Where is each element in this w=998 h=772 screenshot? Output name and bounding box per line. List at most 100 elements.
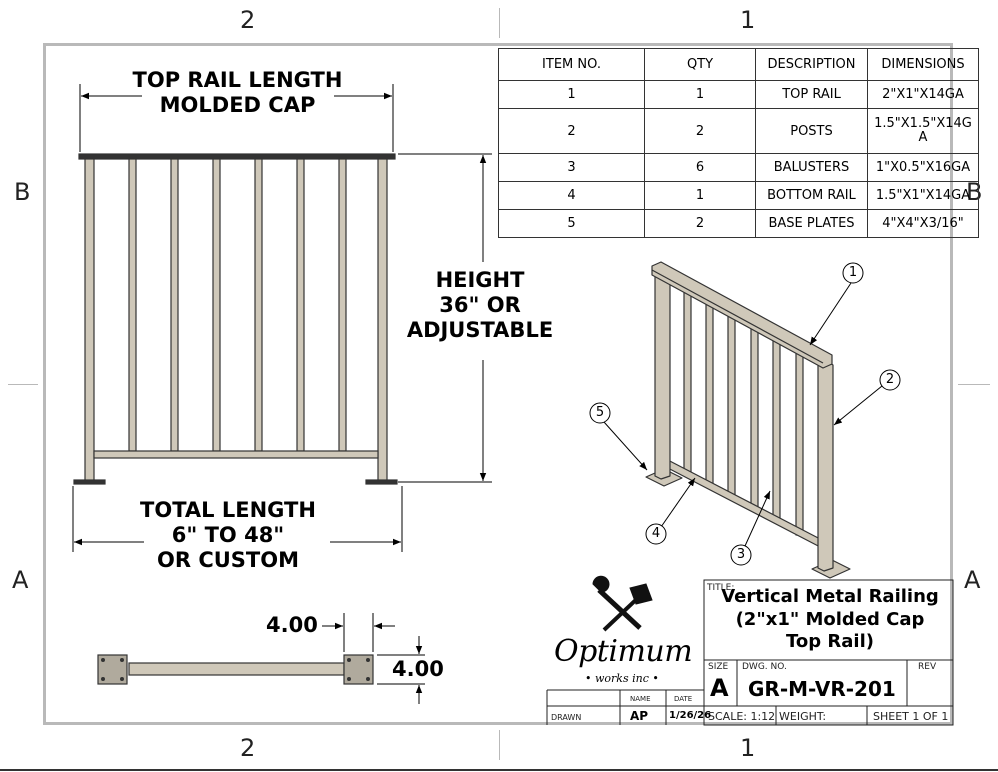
iso-baluster xyxy=(683,288,692,474)
iso-baluster xyxy=(750,325,759,511)
drawing-title: Vertical Metal Railing (2"x1" Molded Cap… xyxy=(708,586,952,654)
total-length-dimension xyxy=(72,486,403,552)
bom-cell: 2 xyxy=(644,108,756,154)
iso-baluster xyxy=(705,300,714,486)
bom-cell: 2 xyxy=(644,209,756,238)
balloon-4-label: 4 xyxy=(651,526,661,541)
bom-cell: BALUSTERS xyxy=(755,153,868,182)
iso-top-rail xyxy=(651,261,833,369)
title-block-lines xyxy=(546,579,954,726)
balloon-3-label: 3 xyxy=(736,547,746,562)
zone-label-left-b: B xyxy=(14,178,31,206)
bom-row: 3 6 BALUSTERS 1"X0.5"X16GA xyxy=(498,153,979,182)
drawing-title-line1: Vertical Metal Railing xyxy=(721,586,939,607)
top-rail xyxy=(78,153,396,160)
bottom-rail xyxy=(93,450,379,459)
zone-label-right-a: A xyxy=(964,566,981,594)
item-balloons xyxy=(589,262,901,566)
bom-cell: 2"X1"X14GA xyxy=(867,80,979,109)
bottom-edge-line xyxy=(0,769,998,771)
bom-cell: 6 xyxy=(644,153,756,182)
iso-baluster xyxy=(795,350,804,536)
baluster xyxy=(338,158,347,452)
sheet-text: SHEET 1 OF 1 xyxy=(873,710,949,723)
balloon-5-label: 5 xyxy=(595,405,605,420)
iso-post-right xyxy=(817,360,834,572)
total-length-label-line1: TOTAL LENGTH xyxy=(140,498,316,522)
total-length-label: TOTAL LENGTH 6" TO 48" OR CUSTOM xyxy=(128,498,328,574)
title-label: TITLE: xyxy=(707,583,735,593)
bom-cell: 1 xyxy=(644,181,756,210)
bom-row: 4 1 BOTTOM RAIL 1.5"X1"X14GA xyxy=(498,181,979,210)
plan-dimensions xyxy=(322,613,425,704)
drawn-date: 1/26/26 xyxy=(669,710,712,721)
size-label: SIZE xyxy=(708,662,729,672)
bom-cell: 1.5"X1.5"X14GA xyxy=(867,108,979,154)
bom-cell: 1"X0.5"X16GA xyxy=(867,153,979,182)
baluster xyxy=(128,158,137,452)
balloon-2-label: 2 xyxy=(885,372,895,387)
baluster xyxy=(254,158,263,452)
top-rail-dimension xyxy=(79,84,394,152)
bom-cell: 1 xyxy=(644,80,756,109)
plan-rail xyxy=(128,662,345,676)
bom-cell: 2 xyxy=(498,108,645,154)
bom-row: 1 1 TOP RAIL 2"X1"X14GA xyxy=(498,80,979,109)
height-label: HEIGHT 36" OR ADJUSTABLE xyxy=(400,268,560,344)
bom-cell: POSTS xyxy=(755,108,868,154)
bom-row: 2 2 POSTS 1.5"X1.5"X14GA xyxy=(498,108,979,154)
height-label-line3: ADJUSTABLE xyxy=(406,318,554,343)
baluster xyxy=(212,158,221,452)
zone-label-bottom-1: 1 xyxy=(740,734,756,762)
top-rail-length-label: TOP RAIL LENGTH MOLDED CAP xyxy=(130,68,345,118)
left-base-plate xyxy=(73,479,106,485)
drawn-name: AP xyxy=(630,709,649,723)
right-post xyxy=(377,158,388,482)
date-column-label: DATE xyxy=(674,695,693,703)
balloon-3 xyxy=(730,544,752,566)
scale-text: SCALE: 1:12 xyxy=(708,710,776,723)
bom-cell: TOP RAIL xyxy=(755,80,868,109)
bom-header-item: ITEM NO. xyxy=(498,48,645,81)
drawing-title-line3: Top Rail) xyxy=(786,631,874,652)
zone-divider-top xyxy=(499,8,500,38)
bom-cell: 4 xyxy=(498,181,645,210)
bom-cell: BOTTOM RAIL xyxy=(755,181,868,210)
drawing-sheet-border xyxy=(43,43,953,725)
top-rail-label-line1: TOP RAIL LENGTH xyxy=(132,68,343,92)
bom-cell: 1 xyxy=(498,80,645,109)
height-label-line2: 36" OR xyxy=(439,293,521,318)
logo-tools-icon xyxy=(592,575,653,632)
balloon-4 xyxy=(645,523,667,545)
bom-header-description: DESCRIPTION xyxy=(755,48,868,81)
bom-cell: BASE PLATES xyxy=(755,209,868,238)
baluster xyxy=(170,158,179,452)
bom-header-qty: QTY xyxy=(644,48,756,81)
total-length-label-line2: 6" TO 48" xyxy=(171,523,285,548)
iso-baluster xyxy=(727,312,736,498)
bom-cell: 5 xyxy=(498,209,645,238)
plan-width-dimension: 4.00 xyxy=(266,613,318,637)
balloon-5 xyxy=(589,402,611,424)
plan-height-dimension: 4.00 xyxy=(392,657,444,681)
height-dimension xyxy=(398,153,492,483)
drawing-title-line2: (2"x1" Molded Cap xyxy=(735,608,925,630)
balloon-2 xyxy=(879,369,901,391)
right-base-plate xyxy=(365,479,398,485)
bom-header-dimensions: DIMENSIONS xyxy=(867,48,979,81)
top-rail-label-line2: MOLDED CAP xyxy=(159,93,316,118)
balloon-1-label: 1 xyxy=(848,265,858,280)
dwg-no-label: DWG. NO. xyxy=(742,662,787,672)
left-post xyxy=(84,158,95,482)
drawn-label: DRAWN xyxy=(551,713,582,722)
iso-baluster xyxy=(772,337,781,523)
bom-row: 5 2 BASE PLATES 4"X4"X3/16" xyxy=(498,209,979,238)
zone-divider-bottom xyxy=(499,730,500,760)
balloon-1 xyxy=(842,262,864,284)
plan-view-railing xyxy=(97,654,374,685)
bom-cell: 3 xyxy=(498,153,645,182)
zone-label-left-a: A xyxy=(12,566,29,594)
height-label-line1: HEIGHT xyxy=(435,268,525,292)
logo-tagline: • works inc • xyxy=(585,672,659,685)
bom-cell: 1.5"X1"X14GA xyxy=(867,181,979,210)
